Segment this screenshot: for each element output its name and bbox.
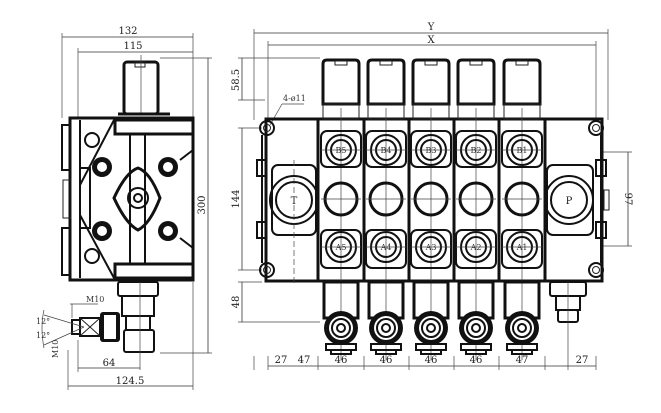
a-port-boss bbox=[455, 229, 497, 269]
side-body bbox=[68, 116, 195, 282]
dim-58-5: 58.5 bbox=[231, 69, 242, 91]
side-bottom-fitting bbox=[117, 281, 159, 297]
top-solenoid bbox=[321, 58, 361, 106]
front-view: Y X 58.5 144 48 4-ø11 97 T bbox=[231, 22, 633, 370]
port-a-label: A2 bbox=[470, 243, 482, 252]
bottom-spacing-label: 46 bbox=[425, 355, 438, 366]
bottom-spacing-label: 46 bbox=[380, 355, 393, 366]
port-b-label: B4 bbox=[381, 146, 392, 155]
solenoid-connector bbox=[515, 60, 529, 66]
top-solenoid bbox=[456, 58, 496, 106]
mount-holes bbox=[259, 120, 604, 278]
port-p: P bbox=[566, 196, 573, 207]
dim-300: 300 bbox=[197, 195, 208, 214]
solenoid-connector bbox=[469, 60, 483, 66]
port-b-label: B5 bbox=[336, 146, 347, 155]
solenoid-connector bbox=[334, 60, 348, 66]
side-diamond-flange bbox=[112, 166, 162, 232]
b-port-boss bbox=[365, 130, 407, 168]
a-port-boss bbox=[501, 229, 543, 269]
bottom-spacing-label: 27 bbox=[576, 355, 589, 366]
dim-115: 115 bbox=[123, 41, 142, 52]
top-solenoid bbox=[366, 58, 406, 106]
dim-y: Y bbox=[427, 22, 435, 33]
dim-x: X bbox=[427, 35, 435, 46]
port-b-label: B1 bbox=[517, 146, 528, 155]
dim-124-5: 124.5 bbox=[116, 376, 145, 387]
a-port-boss bbox=[410, 229, 452, 269]
side-bolts bbox=[92, 157, 178, 241]
thread-top: M10 bbox=[86, 295, 104, 304]
a-port-boss bbox=[365, 229, 407, 269]
bottom-spacing-label: 47 bbox=[298, 355, 311, 366]
bottom-spacing-label: 47 bbox=[516, 355, 529, 366]
thread-side: M10 bbox=[51, 340, 60, 358]
dim-48: 48 bbox=[231, 296, 242, 309]
dim-144: 144 bbox=[231, 189, 242, 208]
top-solenoid bbox=[502, 58, 542, 106]
port-b-label: B2 bbox=[471, 146, 482, 155]
b-port-boss bbox=[501, 130, 543, 168]
dim-97: 97 bbox=[622, 193, 633, 206]
port-a-label: A1 bbox=[516, 243, 528, 252]
port-b-label: B3 bbox=[426, 146, 437, 155]
a-port-boss bbox=[320, 229, 362, 269]
bottom-spacing-ticks: 27 47 46 46 46 46 47 27 bbox=[253, 355, 597, 370]
side-view: 132 115 300 bbox=[36, 26, 212, 390]
bottom-spacing-label: 46 bbox=[470, 355, 483, 366]
section-dividers bbox=[316, 119, 547, 281]
port-a-label: A3 bbox=[425, 243, 437, 252]
bottom-spacing-label: 46 bbox=[335, 355, 348, 366]
solenoid-connector bbox=[424, 60, 438, 66]
b-port-boss bbox=[320, 130, 362, 168]
angle-upper: 12° bbox=[36, 317, 50, 326]
top-solenoid bbox=[411, 58, 451, 106]
bottom-spacing-label: 27 bbox=[275, 355, 288, 366]
mount-holes-label: 4-ø11 bbox=[283, 94, 306, 103]
angle-lower: 12° bbox=[36, 331, 50, 340]
port-a-label: A4 bbox=[380, 243, 392, 252]
port-a-label: A5 bbox=[335, 243, 347, 252]
dim-64: 64 bbox=[103, 358, 116, 369]
solenoid-connector bbox=[379, 60, 393, 66]
b-port-boss bbox=[410, 130, 452, 168]
b-port-boss bbox=[455, 130, 497, 168]
dim-132: 132 bbox=[118, 26, 137, 37]
